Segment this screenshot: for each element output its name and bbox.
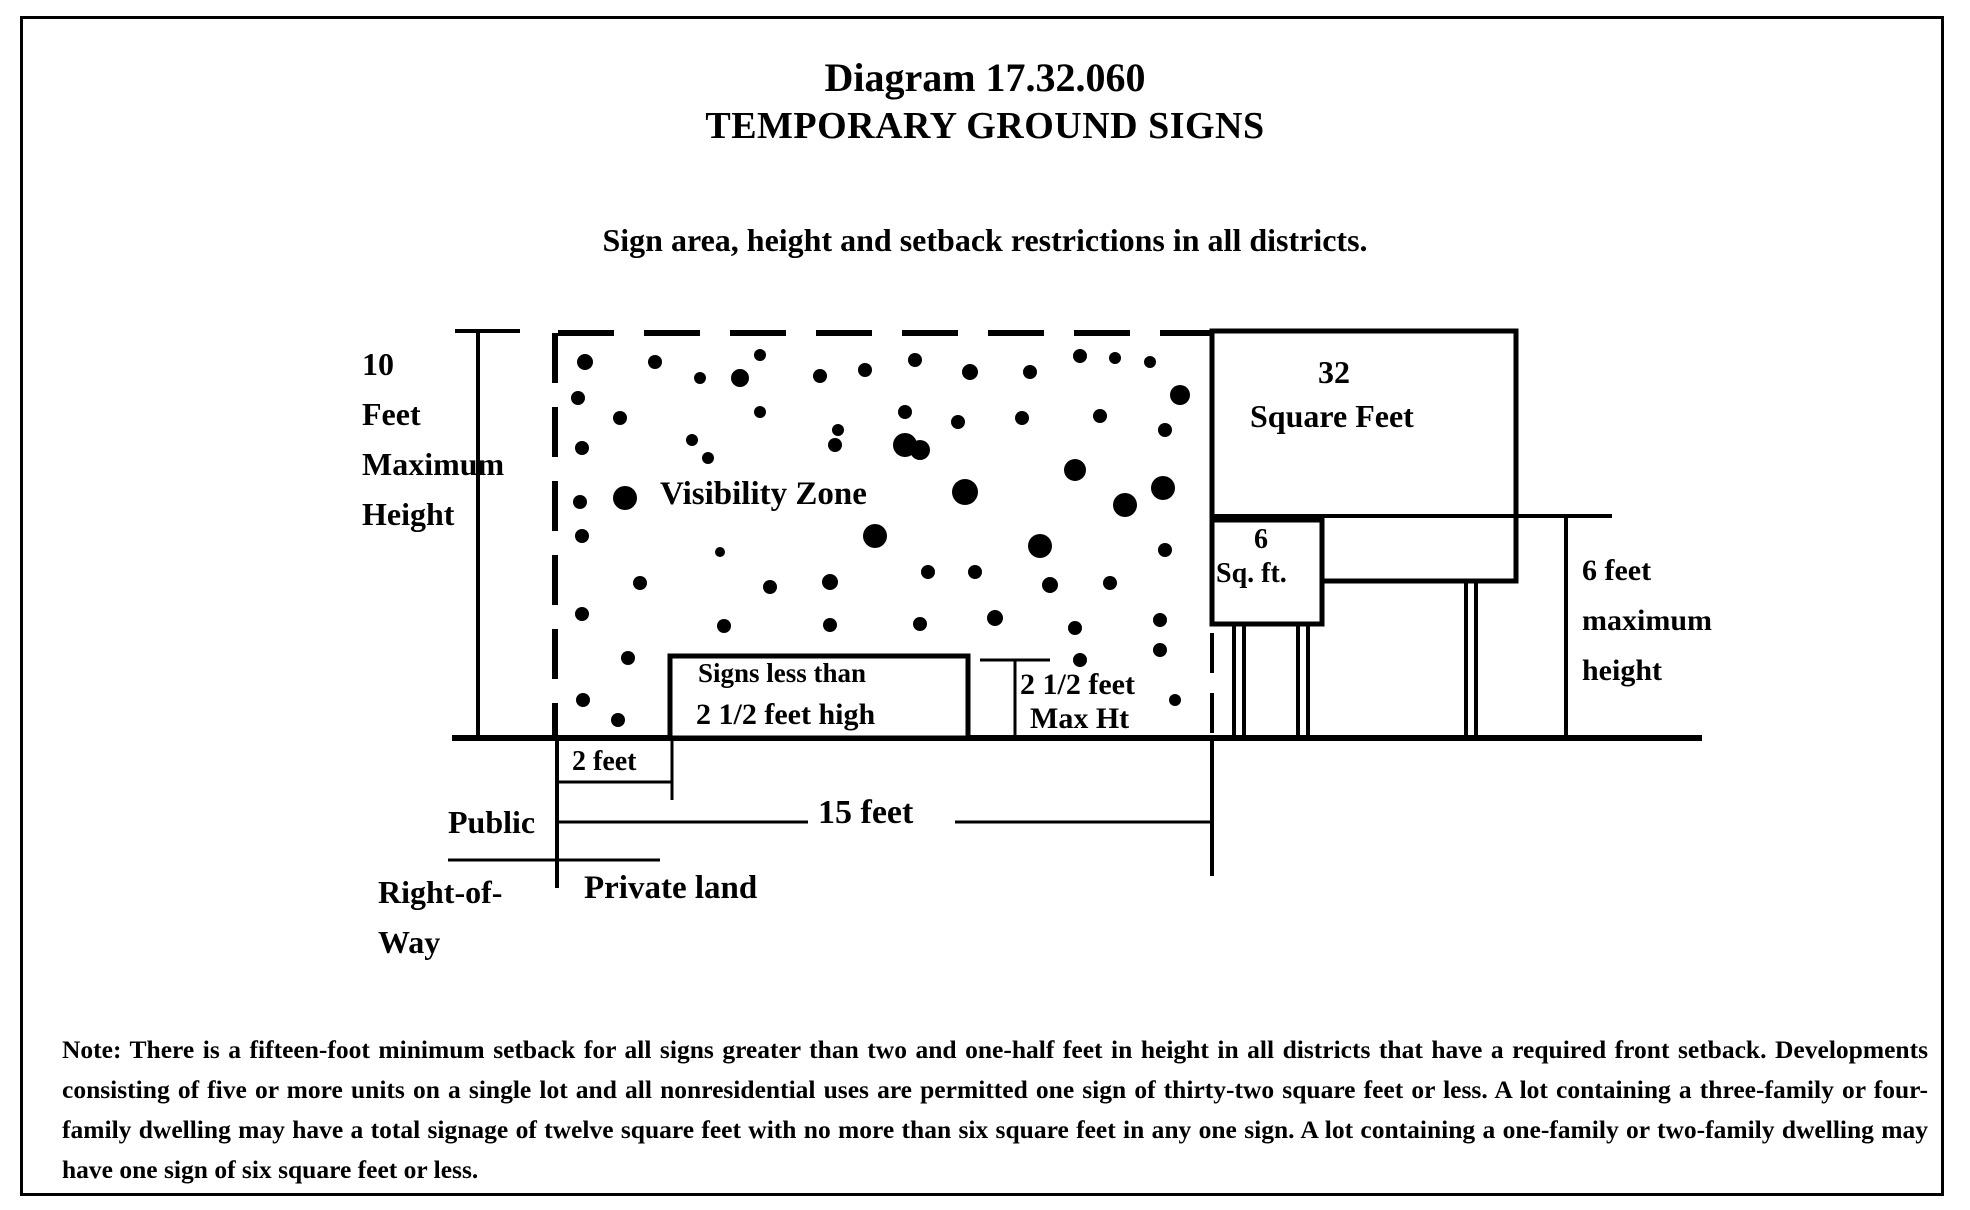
zone-dot <box>1073 653 1087 667</box>
zone-dot <box>1073 349 1087 363</box>
zone-dot <box>648 355 662 369</box>
zone-dot <box>898 405 912 419</box>
zone-dot <box>611 713 625 727</box>
sign-6-label-2: Sq. ft. <box>1216 558 1287 589</box>
zone-dot <box>694 372 706 384</box>
zone-dot <box>962 364 978 380</box>
zone-dot <box>1144 356 1156 368</box>
public-row-label-2: Right-of- <box>378 874 503 910</box>
sign-32-label-1: 32 <box>1318 354 1350 390</box>
zone-dot <box>715 547 725 557</box>
two-foot-label: 2 feet <box>572 746 637 777</box>
zone-dot <box>1158 543 1172 557</box>
zone-dot <box>1023 365 1037 379</box>
zone-dot <box>576 693 590 707</box>
zone-dot <box>1158 423 1172 437</box>
zone-dot <box>813 369 827 383</box>
zone-dot <box>913 617 927 631</box>
zone-dot <box>1109 352 1121 364</box>
zone-dot <box>1042 577 1058 593</box>
zone-dot <box>1113 493 1137 517</box>
zone-dot <box>613 411 627 425</box>
max-height-label-2: Max Ht <box>1030 702 1130 735</box>
zone-dot <box>1153 613 1167 627</box>
zone-dot <box>863 524 887 548</box>
height-max-label-1: 10 <box>362 346 394 382</box>
zone-dot <box>1028 534 1052 558</box>
short-sign-label-1: Signs less than <box>698 658 867 688</box>
height-max-label-4: Height <box>362 496 455 532</box>
height-max-label-2: Feet <box>362 396 421 432</box>
six-foot-label-1: 6 feet <box>1582 554 1652 587</box>
short-sign-label-2: 2 1/2 feet high <box>696 698 876 731</box>
zone-dot <box>1015 411 1029 425</box>
zone-dot <box>908 353 922 367</box>
zone-dot <box>1169 694 1181 706</box>
short-sign-box <box>667 653 971 741</box>
zone-dot <box>754 349 766 361</box>
zone-dot <box>921 565 935 579</box>
zone-dot <box>968 565 982 579</box>
zone-dot <box>702 452 714 464</box>
zone-dot <box>1103 576 1117 590</box>
zone-dot <box>858 363 872 377</box>
zone-dot <box>952 479 978 505</box>
diagram-subtitle: TEMPORARY GROUND SIGNS <box>705 105 1265 147</box>
zone-dot <box>686 434 698 446</box>
sign-6-label-1: 6 <box>1254 524 1268 555</box>
max-height-label-1: 2 1/2 feet <box>1020 668 1135 701</box>
zone-dot <box>575 607 589 621</box>
zone-dot <box>613 486 637 510</box>
sign-32-label-2: Square Feet <box>1250 398 1414 434</box>
zone-dot <box>823 618 837 632</box>
zone-dot <box>893 433 917 457</box>
zone-dot <box>621 651 635 665</box>
diagram-caption: Sign area, height and setback restrictio… <box>602 222 1368 258</box>
zone-dot <box>1068 621 1082 635</box>
zone-dot <box>763 580 777 594</box>
sign-6-box <box>1209 517 1325 627</box>
zone-dot <box>1064 459 1086 481</box>
zone-dot <box>573 495 587 509</box>
visibility-zone-label: Visibility Zone <box>660 476 867 512</box>
zone-dot <box>731 369 749 387</box>
zone-dot <box>951 415 965 429</box>
zone-dot <box>828 438 842 452</box>
zone-dot <box>575 441 589 455</box>
zone-dot <box>987 610 1003 626</box>
zone-dot <box>822 574 838 590</box>
zone-dot <box>1093 409 1107 423</box>
fifteen-foot-label: 15 feet <box>818 794 914 831</box>
public-row-label-3: Way <box>378 924 441 960</box>
zone-dot <box>1153 643 1167 657</box>
zone-dot <box>633 576 647 590</box>
zone-dot <box>571 391 585 405</box>
note-text: Note: There is a fifteen-foot minimum se… <box>62 1035 1928 1184</box>
zone-dot <box>832 424 844 436</box>
zone-dot <box>1170 385 1190 405</box>
zone-dot <box>575 529 589 543</box>
private-land-label: Private land <box>584 870 758 906</box>
height-max-label-3: Maximum <box>362 446 505 482</box>
diagram-frame <box>20 16 1944 1196</box>
visibility-zone-dots <box>571 349 1190 727</box>
six-foot-label-3: height <box>1582 654 1663 687</box>
public-row-label-1: Public <box>448 804 536 840</box>
six-foot-label-2: maximum <box>1582 604 1712 637</box>
zone-dot <box>717 619 731 633</box>
zone-dot <box>1151 476 1175 500</box>
diagram-title: Diagram 17.32.060 <box>824 55 1146 100</box>
zone-dot <box>577 354 593 370</box>
zone-dot <box>754 406 766 418</box>
